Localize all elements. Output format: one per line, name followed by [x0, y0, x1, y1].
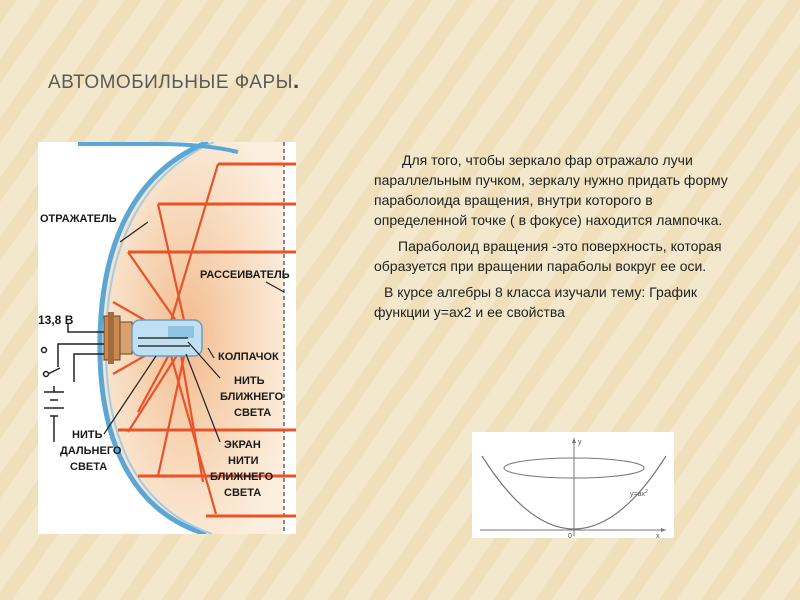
circuit-wires [40, 324, 104, 442]
x-axis-label: x [656, 533, 660, 538]
slide-title: АВТОМОБИЛЬНЫЕ ФАРЫ. [48, 68, 300, 94]
lamp [103, 312, 203, 364]
parabola-curve [481, 455, 667, 530]
screen-label-1: ЭКРАН [224, 439, 261, 451]
screen-label-4: СВЕТА [224, 487, 261, 499]
diffuser-label: РАССЕИВАТЕЛЬ [200, 269, 290, 281]
slide-body-text: Для того, чтобы зеркало фар отражало луч… [374, 150, 746, 328]
x-axis-arrow-icon [661, 528, 666, 532]
paragraph-paraboloid: Параболоид вращения -это поверхность, ко… [374, 238, 722, 274]
curve-label: y=ax2 [630, 489, 648, 498]
screen-label-2: НИТИ [228, 455, 259, 467]
cap-label: КОЛПАЧОК [218, 351, 279, 363]
leader-lines [103, 221, 285, 443]
parabola-graph: y x 0 y=ax2 [472, 432, 674, 540]
paraboloid-rim [503, 457, 645, 479]
high-beam-label-2: ДАЛЬНЕГО [60, 445, 122, 457]
voltage-label: 13,8 В [38, 313, 74, 327]
y-axis-arrow-icon [572, 438, 576, 443]
screen-label-3: БЛИЖНЕГО [210, 471, 274, 483]
slide-title-dot: . [292, 68, 300, 93]
high-beam-label-3: СВЕТА [70, 461, 107, 473]
y-axis-label: y [578, 439, 582, 446]
paragraph-mirror: Для того, чтобы зеркало фар отражало луч… [374, 152, 728, 228]
high-beam-label-1: НИТЬ [72, 429, 103, 441]
low-beam-label-2: БЛИЖНЕГО [220, 391, 284, 403]
headlight-diagram: 13,8 В ОТРАЖАТЕЛЬ РАССЕИВАТЕЛЬ КОЛПАЧОК … [38, 139, 344, 537]
slide-title-text: АВТОМОБИЛЬНЫЕ ФАРЫ [48, 72, 293, 93]
low-beam-label-1: НИТЬ [234, 375, 265, 387]
reflector-mirror [97, 139, 209, 537]
low-beam-label-3: СВЕТА [234, 407, 271, 419]
paragraph-algebra: В курсе алгебры 8 класса изучали тему: Г… [374, 284, 698, 320]
origin-label: 0 [568, 533, 572, 538]
reflector-label: ОТРАЖАТЕЛЬ [40, 213, 117, 225]
